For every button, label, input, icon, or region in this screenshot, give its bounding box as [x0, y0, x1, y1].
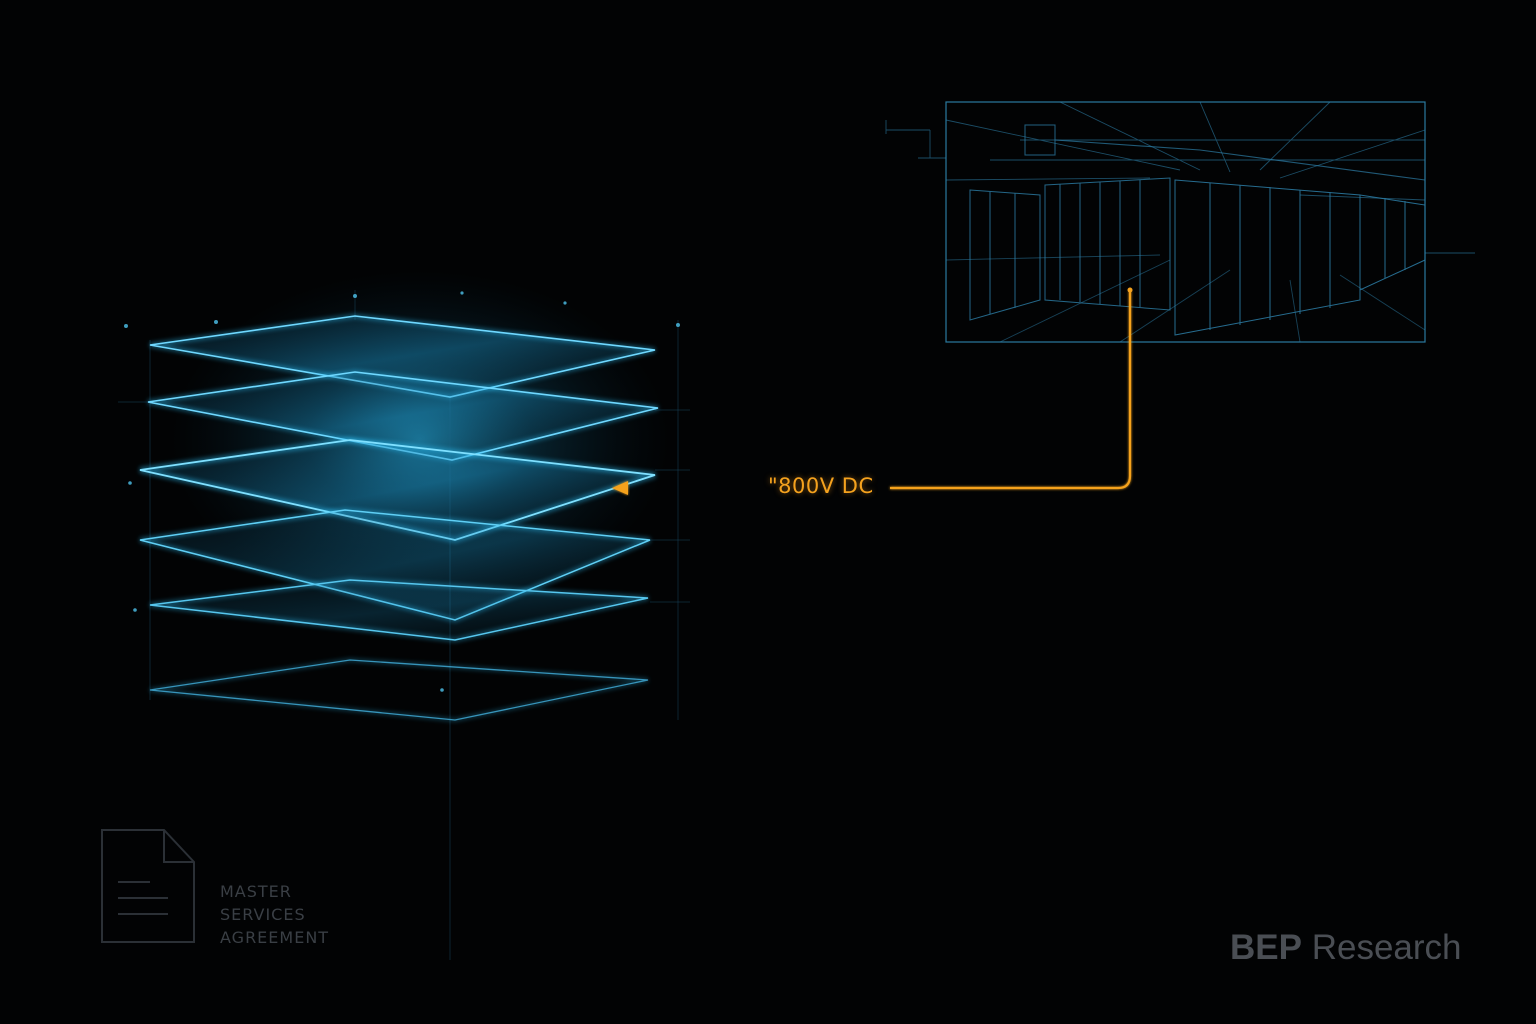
- document-label-line: SERVICES: [220, 905, 306, 924]
- document-label-line: AGREEMENT: [220, 928, 330, 947]
- power-callout-line: [625, 287, 1133, 490]
- brand-logo: BEP Research: [1230, 928, 1462, 968]
- document-label: MASTER SERVICES AGREEMENT: [220, 880, 329, 949]
- server-aisle-icon: [885, 101, 1475, 343]
- brand-light: Research: [1311, 928, 1462, 967]
- document-label-line: MASTER: [220, 882, 292, 901]
- document-icon: [101, 829, 195, 943]
- voltage-callout-label: "800V DC: [768, 474, 874, 498]
- brand-strong: BEP: [1230, 928, 1302, 967]
- stack-layer: [149, 657, 649, 723]
- stack-layer: [149, 577, 649, 643]
- layered-stack-icon: [118, 270, 690, 960]
- arrow-left-icon: [612, 481, 628, 495]
